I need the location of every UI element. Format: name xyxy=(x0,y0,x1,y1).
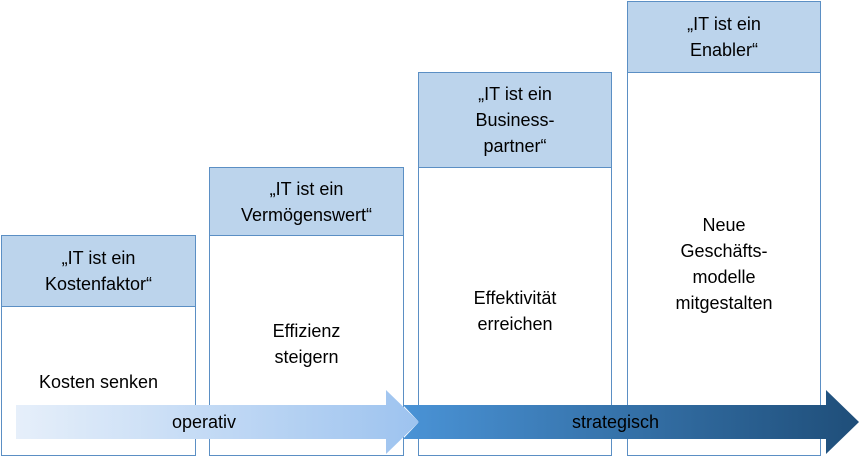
column-body-text: Effektivität erreichen xyxy=(473,288,557,334)
strategisch-label: strategisch xyxy=(572,412,660,432)
column-body-text: Neue Geschäfts- modelle mitgestalten xyxy=(675,215,773,313)
column-enabler: „IT ist ein Enabler“ Neue Geschäfts- mod… xyxy=(627,1,821,456)
strategisch-arrow xyxy=(403,390,859,454)
operativ-label: operativ xyxy=(172,412,237,432)
column-body-text: Effizienz steigern xyxy=(272,321,341,367)
column-header: „IT ist ein Kostenfaktor“ xyxy=(2,236,195,307)
column-header: „IT ist ein Enabler“ xyxy=(628,2,820,73)
column-header: „IT ist ein Vermögenswert“ xyxy=(210,168,403,236)
operativ-arrow xyxy=(16,390,419,454)
column-body-text: Kosten senken xyxy=(38,372,159,392)
column-header: „IT ist ein Business- partner“ xyxy=(419,73,611,168)
column-kostenfaktor: „IT ist ein Kostenfaktor“ Kosten senken xyxy=(1,235,196,456)
column-businesspartner: „IT ist ein Business- partner“ Effektivi… xyxy=(418,72,612,456)
